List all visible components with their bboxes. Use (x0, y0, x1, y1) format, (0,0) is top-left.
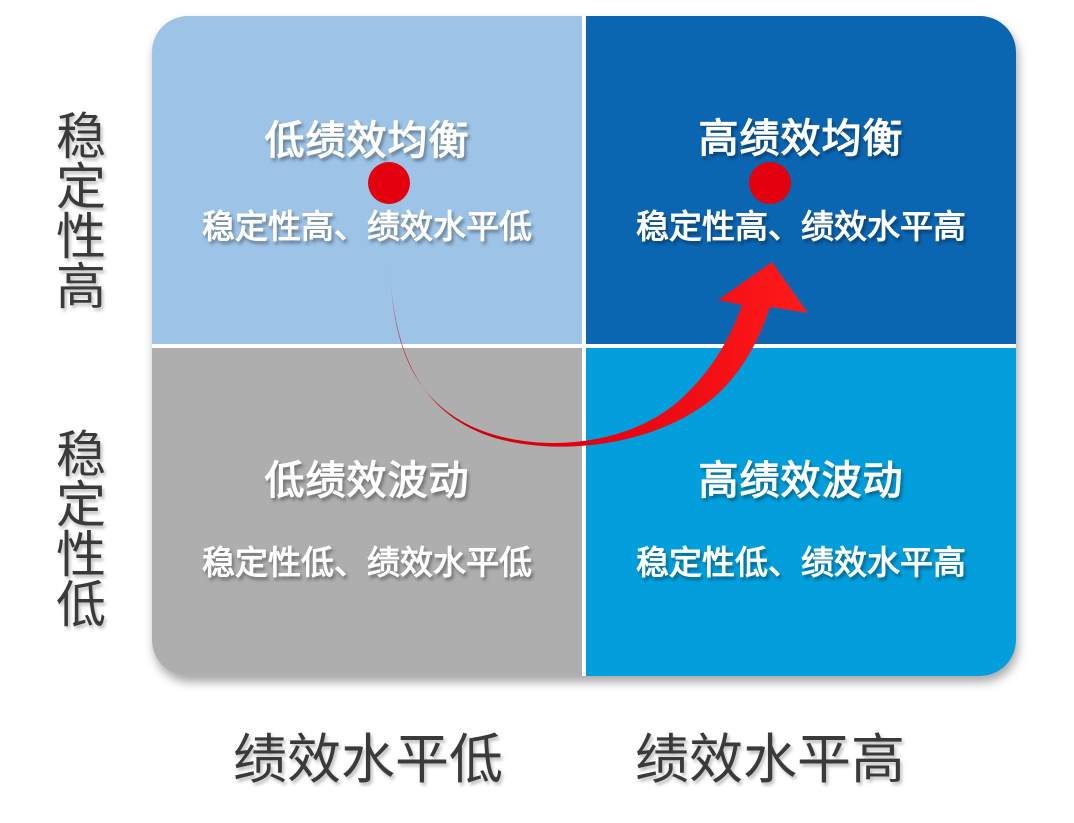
x-axis-low-label: 绩效水平低 (233, 728, 503, 791)
quadrant-subtitle: 稳定性高、绩效水平低 (202, 207, 532, 246)
quadrant-subtitle: 稳定性高、绩效水平高 (636, 207, 966, 246)
quadrant-title: 高绩效均衡 (698, 116, 904, 162)
quadrant-title: 低绩效波动 (264, 458, 470, 504)
x-axis-high-label: 绩效水平高 (635, 728, 905, 791)
quadrant-subtitle: 稳定性低、绩效水平低 (202, 543, 532, 582)
horizontal-divider (152, 344, 1016, 348)
y-axis-low-label: 稳定性低 (48, 428, 106, 628)
quadrant-top-left: 低绩效均衡 稳定性高、绩效水平低 (152, 16, 582, 344)
y-axis-high-label: 稳定性高 (48, 110, 106, 310)
quadrant-bottom-left: 低绩效波动 稳定性低、绩效水平低 (152, 348, 582, 676)
quadrant-subtitle: 稳定性低、绩效水平高 (636, 543, 966, 582)
quadrant-title: 高绩效波动 (698, 458, 904, 504)
quadrant-top-right: 高绩效均衡 稳定性高、绩效水平高 (586, 16, 1016, 344)
quadrant-bottom-right: 高绩效波动 稳定性低、绩效水平高 (586, 348, 1016, 676)
quadrant-title: 低绩效均衡 (264, 118, 470, 164)
quadrant-matrix: 低绩效均衡 稳定性高、绩效水平低 高绩效均衡 稳定性高、绩效水平高 低绩效波动 … (152, 16, 1016, 676)
